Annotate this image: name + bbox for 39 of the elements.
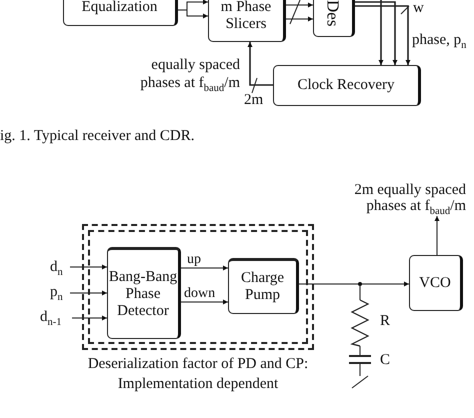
arrow bbox=[434, 216, 440, 256]
arrow bbox=[178, 10, 208, 18]
block-box bbox=[208, 0, 286, 42]
arrow bbox=[70, 290, 108, 296]
block-box bbox=[107, 247, 181, 339]
figure-caption: ig. 1. Typical receiver and CDR. bbox=[0, 128, 194, 144]
arrow bbox=[248, 42, 273, 86]
block-label: Clock Recovery bbox=[297, 77, 395, 94]
edge-label: up bbox=[187, 253, 201, 267]
arrow bbox=[355, 1, 398, 65]
text-label: phase, p$_{n}$ bbox=[412, 32, 466, 53]
text-label: 2m bbox=[244, 92, 264, 108]
block-box bbox=[313, 0, 355, 37]
block-label: VCO bbox=[419, 274, 451, 292]
block-box bbox=[228, 258, 299, 314]
arrow bbox=[286, 16, 314, 22]
block-label: m Phase Slicers bbox=[220, 0, 272, 33]
text-label: C bbox=[380, 352, 390, 368]
arrow bbox=[286, 2, 314, 8]
text-label: R bbox=[380, 313, 390, 329]
arrow bbox=[180, 300, 228, 304]
arrow bbox=[355, 5, 410, 65]
block-label: Des bbox=[324, 0, 342, 27]
block-box bbox=[409, 255, 463, 311]
block-box bbox=[273, 65, 421, 106]
signal-label: 2m equally spaced phases at f$_{baud}$/m bbox=[318, 182, 466, 220]
signal-label: d$_{n}$ bbox=[50, 259, 70, 281]
block-label: Equalization bbox=[82, 0, 158, 16]
block-label: Bang-Bang Phase Detector bbox=[108, 268, 178, 320]
signal-label: d$_{n-1}$ bbox=[40, 309, 72, 331]
arrow bbox=[70, 264, 108, 270]
arrow bbox=[72, 316, 108, 320]
text-label: equally spaced phases at f$_{baud}$/m bbox=[139, 56, 240, 96]
block-label: Charge Pump bbox=[240, 270, 286, 304]
text-label: w bbox=[413, 0, 424, 16]
arrow bbox=[298, 282, 410, 286]
arrow bbox=[180, 266, 228, 270]
signal-label: p$_{n}$ bbox=[50, 284, 70, 306]
boundary-caption: Deserialization factor of PD and CP: Implementation dependent bbox=[86, 355, 310, 394]
